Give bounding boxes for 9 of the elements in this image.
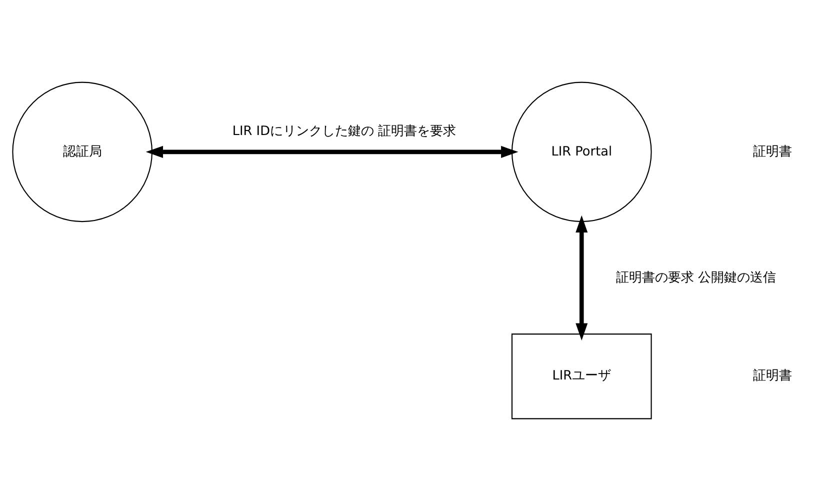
- edge-label: LIR IDにリンクした鍵の 証明書を要求: [232, 123, 456, 138]
- arrow: [146, 145, 518, 158]
- arrow: [576, 214, 588, 340]
- label: 証明書: [752, 144, 792, 159]
- edge-label: 証明書の要求 公開鍵の送信: [616, 270, 776, 286]
- node-circle: LIR Portal: [511, 81, 652, 222]
- node-box: LIRユーザ: [511, 333, 652, 419]
- label: 証明書: [752, 368, 792, 384]
- node-circle: 認証局: [12, 81, 153, 222]
